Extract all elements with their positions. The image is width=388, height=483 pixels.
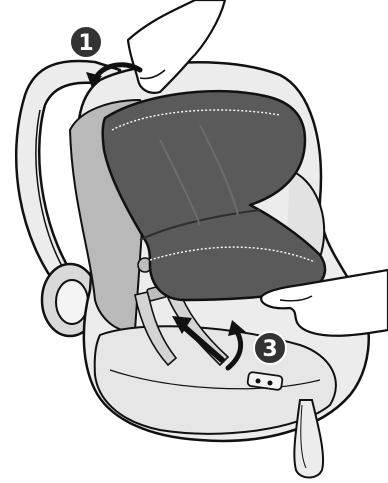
step-1-number: 1	[78, 31, 93, 56]
step-3-badge: 3	[254, 332, 286, 364]
step-3-number: 3	[262, 337, 277, 362]
step-1-badge: 1	[70, 26, 102, 58]
